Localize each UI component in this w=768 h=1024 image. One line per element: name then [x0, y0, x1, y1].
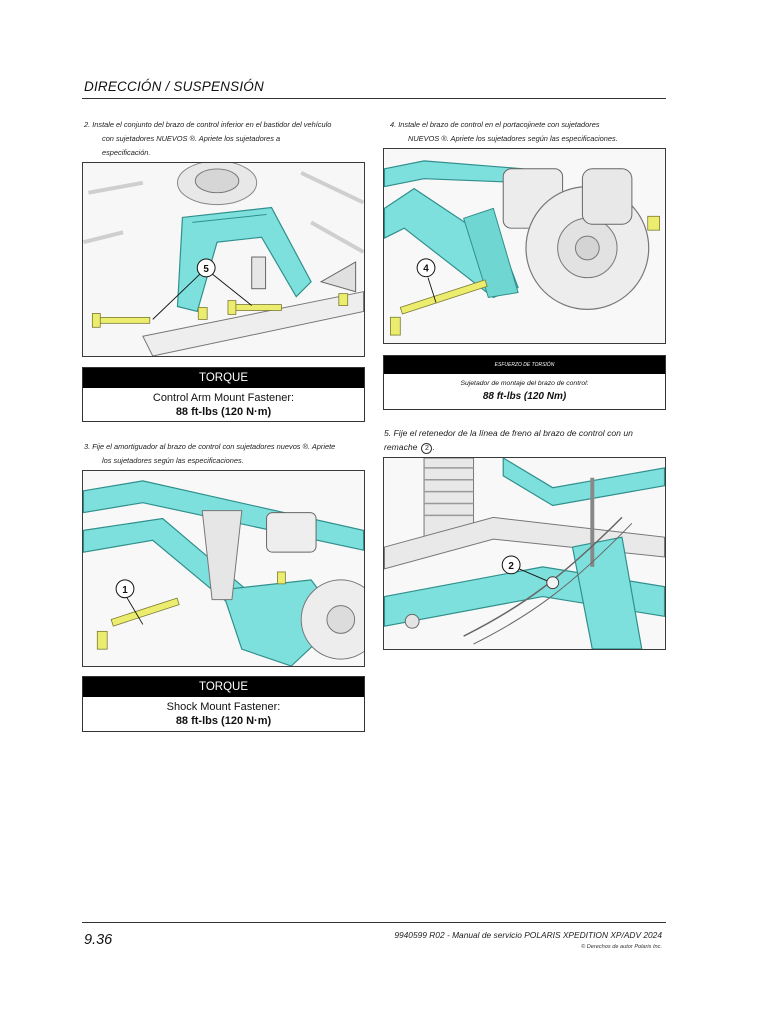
step-2-instructions: 2. Instale el conjunto del brazo de cont… [84, 118, 374, 160]
bearing-carrier-illustration: 4 [384, 149, 665, 343]
step-5-line-1: 5. Fije el retenedor de la línea de fren… [384, 428, 633, 438]
torque-label: Control Arm Mount Fastener: [152, 392, 295, 404]
torque-value: 88 ft-lbs (120 Nm) [482, 391, 567, 402]
step-3-instructions: 3. Fije el amortiguador al brazo de cont… [84, 440, 374, 468]
torque-table-shock-mount: TORQUE Shock Mount Fastener: 88 ft-lbs (… [82, 676, 365, 732]
step-5-instructions: 5. Fije el retenedor de la línea de fren… [384, 428, 633, 454]
step-3-line-1: 3. Fije el amortiguador al brazo de cont… [84, 442, 336, 451]
step-4-line-1: 4. Instale el brazo de control en el por… [390, 120, 600, 129]
step-2-line-1: 2. Instale el conjunto del brazo de cont… [84, 120, 332, 129]
torque-value: 88 ft-lbs (120 N·m) [175, 406, 272, 418]
torque-label: Sujetador de montaje del brazo de contro… [460, 380, 589, 387]
callout-ref-2: 2 [421, 443, 433, 454]
callout-1: 1 [122, 585, 128, 596]
step-4-line-2: NUEVOS ®. Apriete los sujetadores según … [408, 134, 618, 143]
bolt-left [91, 313, 151, 328]
figure-shock-mount: 1 [82, 470, 365, 667]
torque-table-bearing-carrier: ESFUERZO DE TORSIÓN Sujetador de montaje… [383, 355, 666, 410]
copyright-notice: © Derechos de autor Polaris Inc. [581, 944, 662, 950]
step-2-line-2: con sujetadores NUEVOS ®. Apriete los su… [102, 134, 281, 143]
footer-divider [82, 922, 666, 923]
section-title: DIRECCIÓN / SUSPENSIÓN [84, 79, 264, 94]
callout-4: 4 [423, 264, 429, 275]
step-5-line-2: remache [384, 442, 418, 452]
step-4-instructions: 4. Instale el brazo de control en el por… [390, 118, 670, 146]
callout-5: 5 [203, 264, 209, 275]
control-arm-illustration: 5 [83, 163, 364, 356]
step-2-line-3: especificación. [102, 148, 151, 157]
bolt-right [227, 300, 282, 315]
figure-lower-control-arm-install: 5 [82, 162, 365, 357]
brake-line-illustration: 2 [384, 458, 665, 649]
step-3-line-2: los sujetadores según las especificacion… [102, 456, 244, 465]
figure-bearing-carrier-install: 4 [383, 148, 666, 344]
shock-mount-illustration: 1 [83, 471, 364, 666]
figure-brake-line-retainer: 2 [383, 457, 666, 650]
torque-value: 88 ft-lbs (120 N·m) [175, 715, 272, 727]
torque-label: Shock Mount Fastener: [166, 701, 281, 713]
shock-bolt [96, 597, 180, 650]
page-number: 9.36 [84, 932, 113, 948]
bearing-bolt [389, 279, 488, 336]
torque-header: TORQUE [83, 677, 364, 697]
header-divider [82, 98, 666, 99]
manual-title: 9940599 R02 - Manual de servicio POLARIS… [394, 930, 662, 940]
callout-2: 2 [508, 561, 514, 572]
torque-table-control-arm: TORQUE Control Arm Mount Fastener: 88 ft… [82, 367, 365, 422]
torque-header: TORQUE [83, 368, 364, 388]
torque-header: ESFUERZO DE TORSIÓN [384, 356, 665, 374]
